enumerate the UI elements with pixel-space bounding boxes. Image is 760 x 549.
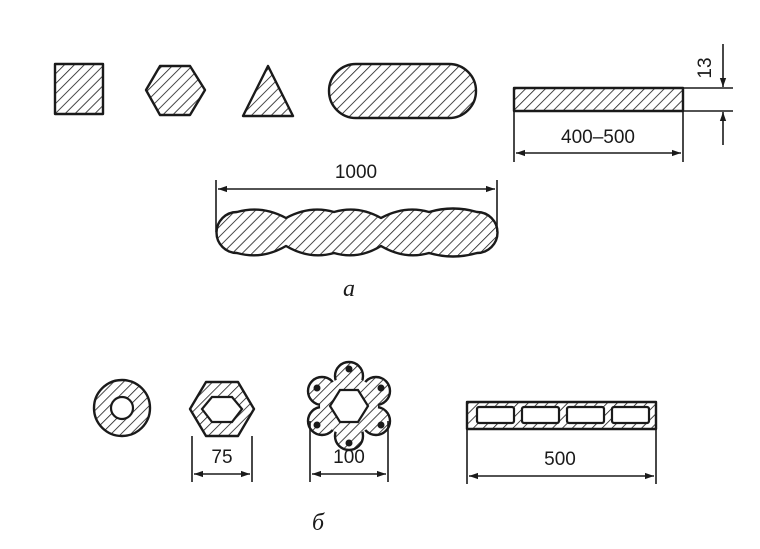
hex-tube-size-label: 75 bbox=[211, 447, 232, 468]
hex-tube-hole bbox=[200, 395, 244, 424]
square-section bbox=[53, 62, 105, 116]
panel-length-label: 500 bbox=[544, 449, 576, 470]
strip-width-label: 400–500 bbox=[561, 127, 635, 148]
wavy-length-label: 1000 bbox=[335, 162, 377, 183]
panel-cavity bbox=[610, 405, 651, 425]
panel-cavity bbox=[520, 405, 561, 425]
group-b: 75 100 500 б bbox=[92, 360, 658, 536]
group-a: 400–500 13 1000 а bbox=[53, 44, 733, 302]
hexagon-section bbox=[144, 64, 207, 117]
triangle-section bbox=[241, 64, 295, 118]
caption-b: б bbox=[312, 510, 325, 536]
rounded-bar-section bbox=[327, 62, 478, 120]
panel-cavity bbox=[475, 405, 516, 425]
flat-strip-section bbox=[512, 86, 685, 113]
flower-size-label: 100 bbox=[333, 447, 365, 468]
ring-hole bbox=[109, 395, 135, 421]
caption-a: а bbox=[343, 276, 355, 302]
wavy-bar-section bbox=[215, 207, 499, 258]
panel-cavity bbox=[565, 405, 606, 425]
strip-thickness-label: 13 bbox=[695, 57, 716, 78]
flower-hex-hole bbox=[328, 388, 370, 424]
